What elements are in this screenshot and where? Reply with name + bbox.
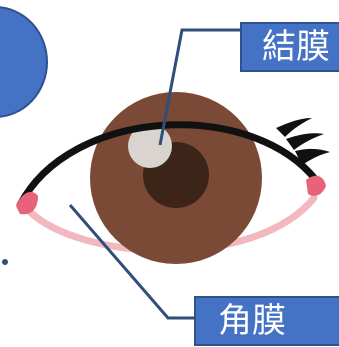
- blue-ellipse-shape: [0, 6, 48, 118]
- leader-line-bottom: [68, 204, 196, 320]
- upper-eyelid: [16, 121, 320, 209]
- label-conjunctiva: 結膜: [240, 22, 339, 72]
- inner-eye-corner: [16, 191, 38, 215]
- eyelashes: [276, 118, 330, 165]
- leader-line-top: [158, 28, 246, 146]
- outer-eye-corner: [306, 175, 326, 196]
- label-cornea: 角膜: [194, 296, 339, 346]
- marker-dot: [2, 259, 8, 265]
